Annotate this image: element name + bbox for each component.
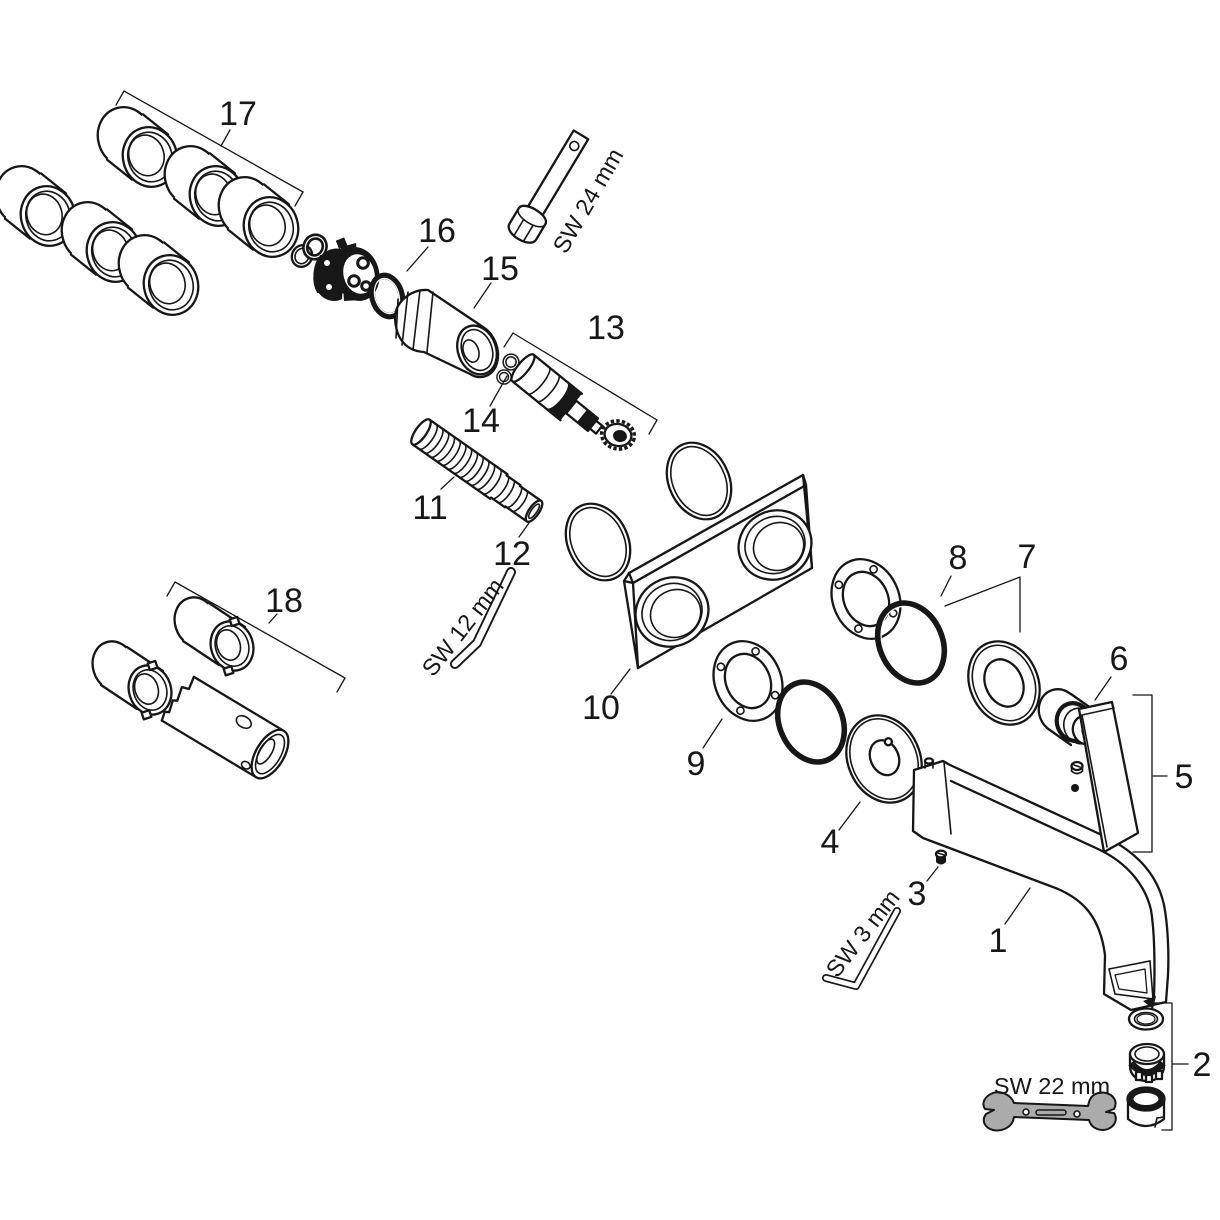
callout-5: 5 xyxy=(1175,758,1194,796)
upper-mounting-ring xyxy=(818,546,914,652)
part11-corrugated-hose xyxy=(410,418,544,523)
tool-sw22-wrench: SW 22 mm xyxy=(982,1073,1117,1132)
callout-18: 18 xyxy=(265,582,303,620)
part7-trim-ring xyxy=(954,628,1054,738)
part18-adapter-set xyxy=(85,590,290,780)
part1-spout xyxy=(911,757,1170,1012)
part13-cartridge xyxy=(510,353,637,451)
part2-aerator-set xyxy=(1126,1007,1166,1128)
callout-labels: 1 2 3 4 5 6 7 8 9 10 11 12 13 14 15 16 1… xyxy=(219,95,1211,1084)
callout-14: 14 xyxy=(462,402,500,440)
part16-oring xyxy=(368,272,406,320)
callout-4: 4 xyxy=(821,823,840,861)
callout-16: 16 xyxy=(418,212,456,250)
tool-sw3-hex-key: SW 3 mm xyxy=(821,885,905,990)
callout-3: 3 xyxy=(908,875,927,913)
callout-6: 6 xyxy=(1110,640,1129,678)
part15-stop-sleeve xyxy=(393,288,500,379)
part17-extension-sleeves xyxy=(0,99,307,323)
callout-10: 10 xyxy=(582,689,620,727)
bracket-18 xyxy=(166,581,346,693)
handle-set-screw xyxy=(1070,760,1084,792)
callout-9: 9 xyxy=(687,745,706,783)
callout-8: 8 xyxy=(949,539,968,577)
bracket-5 xyxy=(1132,694,1168,853)
callout-13: 13 xyxy=(587,309,625,347)
bracket-13 xyxy=(503,332,658,435)
small-oring-pair xyxy=(290,233,328,268)
callout-7: 7 xyxy=(1018,538,1037,576)
tool-sw12-hex-key: SW 12 mm xyxy=(417,567,516,681)
part18-socket-tool xyxy=(160,675,290,780)
callout-2: 2 xyxy=(1193,1046,1212,1084)
callout-15: 15 xyxy=(481,250,519,288)
part5-lever-handle xyxy=(1077,700,1140,854)
callout-1: 1 xyxy=(989,922,1008,960)
leader-lines xyxy=(406,246,1112,925)
bracket-2 xyxy=(1143,996,1189,1131)
bracket-17 xyxy=(115,90,304,207)
part12-hose-connector xyxy=(489,474,544,523)
callout-17: 17 xyxy=(219,95,257,133)
sw22-label: SW 22 mm xyxy=(994,1073,1110,1099)
check-valve-body xyxy=(313,237,380,301)
part4-keyed-escutcheon xyxy=(845,714,923,804)
sw12-label: SW 12 mm xyxy=(417,573,509,681)
callout-11: 11 xyxy=(412,489,447,527)
callout-12: 12 xyxy=(493,535,531,573)
part10-escutcheon-plate xyxy=(622,473,814,670)
part3-set-screw xyxy=(934,849,948,865)
tool-sw24-socket-wrench: SW 24 mm xyxy=(507,129,628,258)
